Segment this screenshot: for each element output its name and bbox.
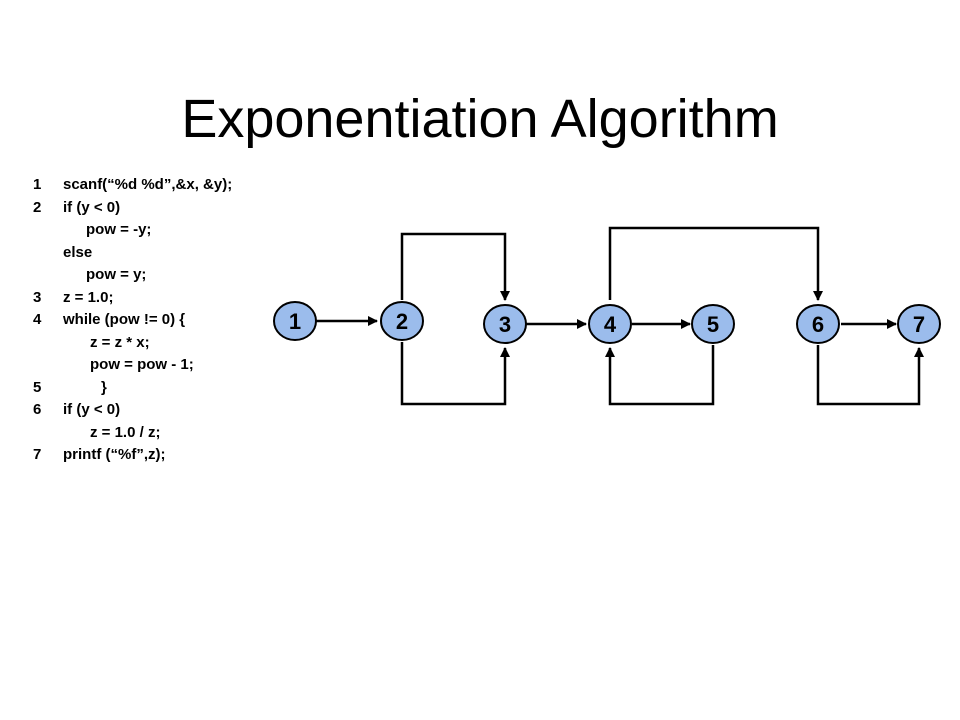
code-text: } <box>101 378 107 396</box>
node-2-label: 2 <box>396 309 408 334</box>
node-5-label: 5 <box>707 312 719 337</box>
edge-6-7-bottom <box>816 345 924 406</box>
code-text: while (pow != 0) { <box>63 311 186 328</box>
edge-2-3-top <box>400 232 510 301</box>
code-text: pow = y; <box>86 266 147 283</box>
edge-5-4 <box>605 345 715 406</box>
code-text: z = 1.0 / z; <box>90 423 161 441</box>
code-text: scanf(“%d %d”,&x, &y); <box>63 176 233 193</box>
node-7-label: 7 <box>913 312 925 337</box>
edge-2-3-bottom <box>400 342 510 406</box>
node-4-label: 4 <box>604 312 617 337</box>
node-3: 3 <box>483 304 527 344</box>
node-7: 7 <box>897 304 941 344</box>
edge-4-6 <box>608 226 823 301</box>
node-3-label: 3 <box>499 312 511 337</box>
node-5: 5 <box>691 304 735 344</box>
code-text: pow = -y; <box>86 221 152 238</box>
code-text: printf (“%f”,z); <box>63 446 166 463</box>
line-number: 7 <box>33 446 42 463</box>
node-1: 1 <box>273 301 317 341</box>
line-number: 6 <box>33 401 42 418</box>
code-text: if (y < 0) <box>63 198 121 216</box>
node-2: 2 <box>380 301 424 341</box>
line-number: 4 <box>33 311 42 328</box>
code-text: pow = pow - 1; <box>90 356 194 373</box>
code-text: if (y < 0) <box>63 401 121 418</box>
line-number: 2 <box>33 198 42 216</box>
code-text: else <box>63 243 93 261</box>
node-4: 4 <box>588 304 632 344</box>
node-6-label: 6 <box>812 312 824 337</box>
line-number: 5 <box>33 378 42 396</box>
code-text: z = z * x; <box>90 333 150 351</box>
node-6: 6 <box>796 304 840 344</box>
code-text: z = 1.0; <box>63 288 114 306</box>
node-1-label: 1 <box>289 309 301 334</box>
line-number: 1 <box>33 176 42 193</box>
line-number: 3 <box>33 288 42 306</box>
page-title: Exponentiation Algorithm <box>181 89 779 149</box>
